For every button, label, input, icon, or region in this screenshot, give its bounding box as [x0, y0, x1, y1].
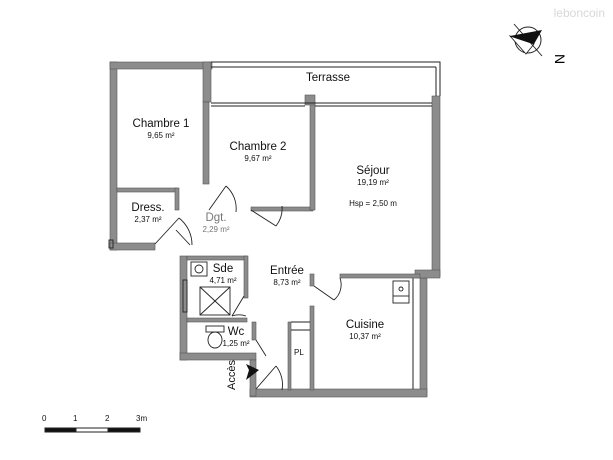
compass-needle-light: [508, 35, 535, 55]
scale-seg-2: [75, 427, 109, 433]
wall-kitchen-north: [309, 273, 315, 287]
shower-tray: [199, 286, 231, 316]
room-name: Sde: [212, 263, 234, 275]
compass-label: N: [552, 54, 568, 64]
wall-dress-top: [116, 187, 178, 193]
room-area: 9,65 m²: [147, 131, 175, 140]
room-area: 1,25 m²: [222, 339, 250, 348]
room-area: 8,73 m²: [273, 278, 301, 287]
room-area: 2,29 m²: [202, 225, 230, 234]
room-name: Dress.: [131, 202, 165, 214]
wall-dress-side: [174, 187, 180, 211]
scale-tick-2: 2: [105, 414, 110, 423]
scale-tick-3: 3m: [136, 414, 148, 423]
wall-sde-top: [186, 255, 248, 261]
access-label: Accès: [226, 360, 238, 390]
wall-wc-east: [251, 321, 257, 341]
wall-kitchen-east: [419, 277, 428, 397]
door-sejour: [250, 205, 283, 227]
door-placard: [291, 321, 310, 331]
room-name: Chambre 2: [229, 141, 287, 153]
access-arrow-icon: [246, 364, 259, 380]
wall-sde-south: [186, 317, 248, 323]
room-cuisine: Cuisine 10,37 m²: [346, 319, 384, 341]
wall-sde-west: [179, 255, 188, 361]
heater: [182, 279, 188, 313]
room-wc: Wc 1,25 m²: [222, 326, 249, 348]
room-name: Entrée: [270, 265, 304, 277]
room-area: 10,37 m²: [349, 332, 381, 341]
compass-needle-dark: [510, 30, 542, 44]
washbasin-drain: [194, 264, 204, 274]
wall-sde-east: [243, 255, 249, 299]
wall-right-chambre1: [202, 61, 212, 103]
room-area: 4,71 m²: [209, 276, 237, 285]
door-chambre2: [208, 185, 237, 213]
fixtures: [108, 239, 410, 349]
wall-top-chambre1: [109, 61, 213, 70]
wc-tank: [205, 325, 225, 333]
placard-label: PL: [294, 348, 304, 357]
scale-tick-1: 1: [73, 414, 78, 423]
wall-terrace-post: [304, 94, 316, 106]
room-area: 19,19 m²: [357, 178, 389, 187]
door-wc: [255, 339, 267, 357]
door-sde: [231, 295, 247, 317]
wall-bottom: [249, 388, 428, 398]
wall-chambre2-west: [202, 101, 210, 185]
wall-chambre2-east: [309, 101, 316, 211]
scale-seg-1: [44, 427, 77, 433]
scale-tick-0: 0: [42, 414, 47, 423]
wall-kitchen-west: [309, 305, 315, 391]
scale-seg-3: [107, 427, 141, 433]
door-chambre1: [154, 217, 193, 246]
room-chambre1: Chambre 1 9,65 m²: [133, 118, 190, 140]
room-dress: Dress. 2,37 m²: [131, 202, 164, 224]
room-area: 9,67 m²: [244, 154, 272, 163]
kitchen-sink: [392, 280, 410, 304]
heater-2: [108, 239, 114, 249]
compass-axis: [513, 23, 543, 57]
watermark-logo: leboncoin: [553, 6, 605, 20]
wall-sejour-east: [431, 95, 441, 277]
room-name: Dgt.: [205, 212, 227, 224]
room-sejour: Séjour 19,19 m² Hsp = 2,50 m: [349, 165, 397, 208]
room-name: Séjour: [356, 165, 390, 177]
room-sde: Sde 4,71 m²: [209, 263, 236, 285]
ceiling-height: Hsp = 2,50 m: [349, 199, 397, 208]
door-kitchen: [313, 277, 342, 301]
room-area: 2,37 m²: [134, 215, 162, 224]
terrace-outline: [211, 61, 441, 96]
shower-diag2: [199, 286, 231, 316]
terrace-label: Terrasse: [305, 72, 351, 84]
washbasin: [190, 261, 208, 277]
sink-drain: [398, 286, 404, 292]
wall-access-left: [249, 359, 257, 397]
wall-wc-bottom: [179, 352, 257, 361]
room-name: Chambre 1: [132, 118, 190, 130]
room-name: Wc: [227, 326, 245, 338]
walls: [109, 61, 441, 398]
wall-kitchen-north-b: [339, 273, 421, 279]
room-dgt: Dgt. 2,29 m²: [202, 212, 229, 234]
room-chambre2: Chambre 2 9,67 m²: [230, 141, 287, 163]
doors: [154, 185, 342, 391]
room-entree: Entrée 8,73 m²: [270, 265, 304, 287]
wall-bottom-left: [109, 242, 156, 251]
wall-placard-west: [287, 321, 292, 391]
wall-left: [109, 61, 118, 251]
door-entry: [255, 365, 283, 391]
door-dgt: [175, 229, 191, 246]
terrace: [211, 61, 441, 389]
wc-bowl: [207, 331, 223, 349]
room-name: Cuisine: [345, 319, 385, 331]
scale-bar: [44, 427, 141, 433]
compass-icon: [508, 23, 543, 57]
